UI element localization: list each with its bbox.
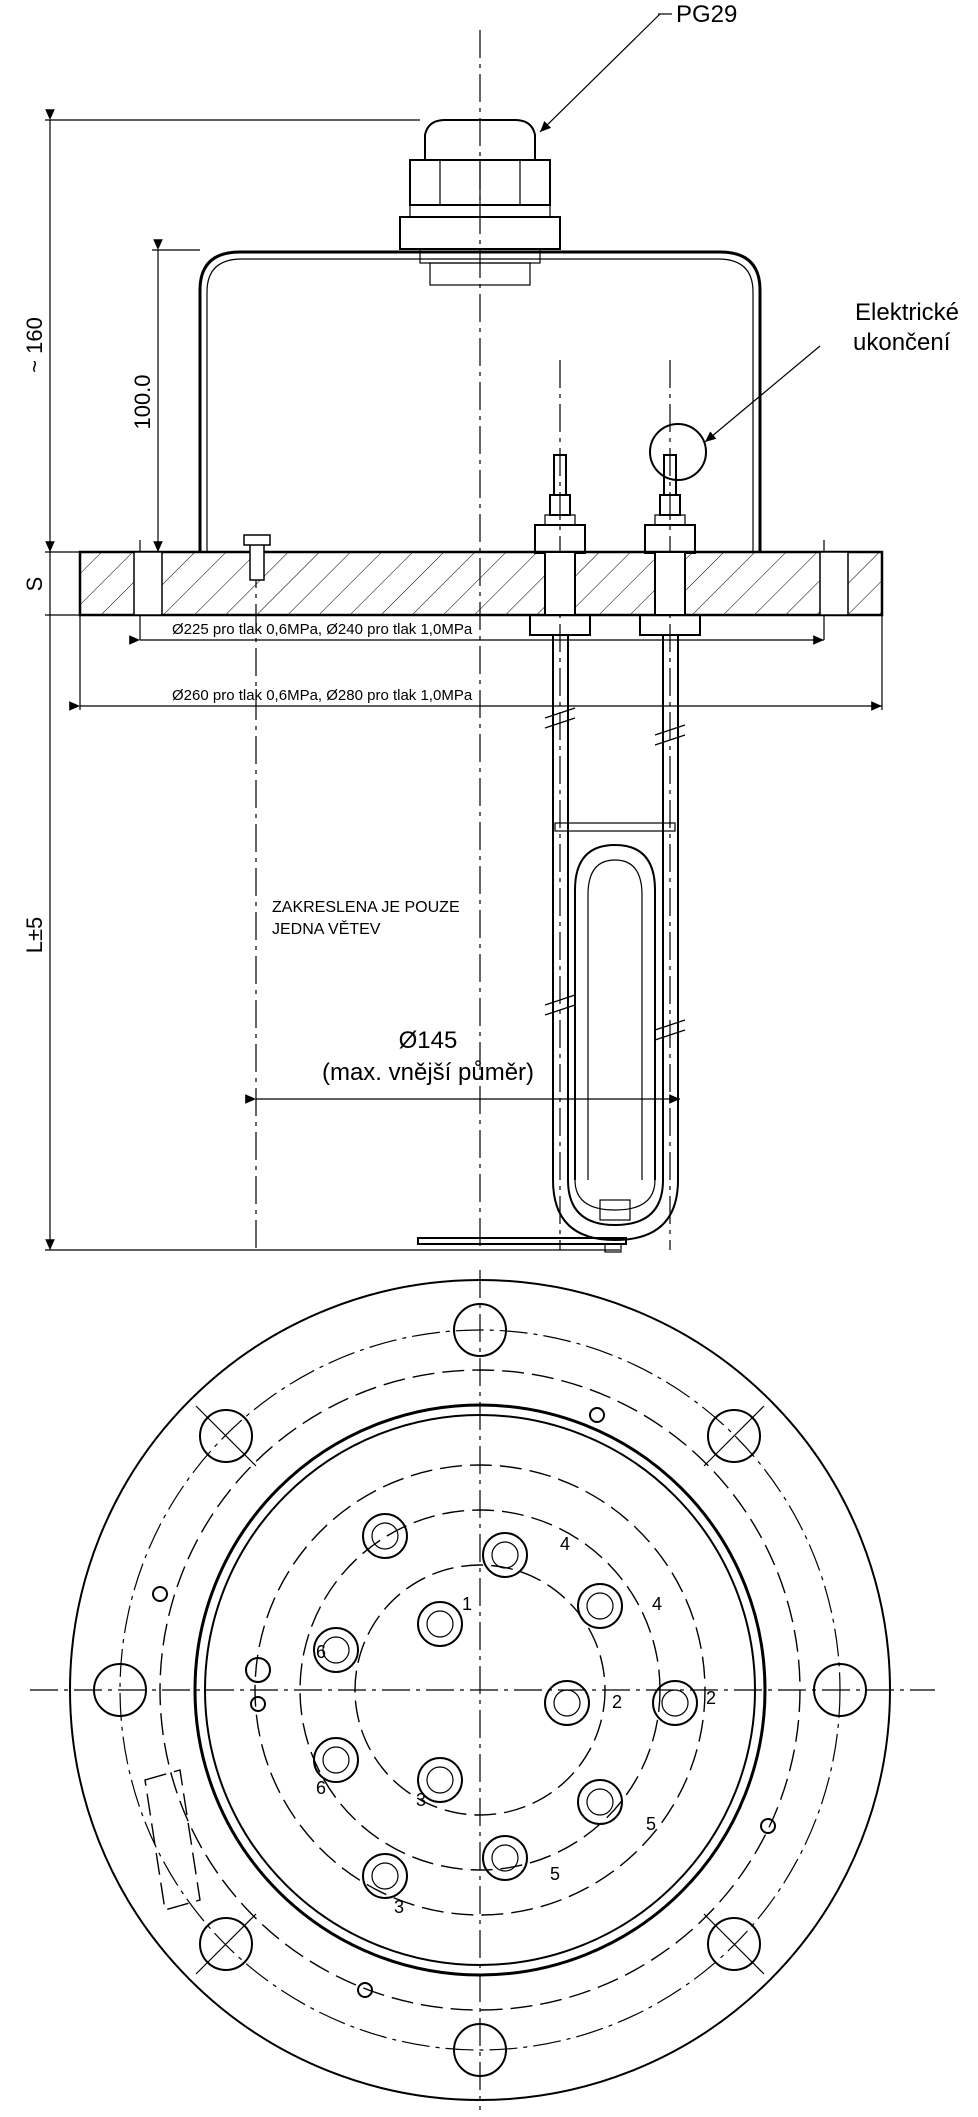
cable-gland xyxy=(399,119,561,286)
dim-max-diameter-note: (max. vnější půměr) xyxy=(322,1059,534,1086)
flange xyxy=(78,550,884,617)
side-view: PG29 Elektrické ukončení ~ 160 100.0 S L… xyxy=(22,1,959,1253)
label-cable-gland: PG29 xyxy=(676,1,737,28)
dim-length: L±5 xyxy=(22,917,47,954)
note-line-1: ZAKRESLENA JE POUZE xyxy=(272,899,460,916)
dim-height-cover: 100.0 xyxy=(130,374,155,429)
terminal-nuts xyxy=(313,1513,698,1899)
flange-outer xyxy=(69,1279,891,2101)
terminal-label: 3 xyxy=(394,1897,404,1917)
terminal-label: 4 xyxy=(560,1534,570,1554)
terminal-label: 6 xyxy=(316,1642,326,1662)
dim-bolt-circle: Ø225 pro tlak 0,6MPa, Ø240 pro tlak 1,0M… xyxy=(172,621,473,638)
label-electrical-termination-2: ukončení xyxy=(853,329,951,356)
bolt-holes xyxy=(93,1303,867,2077)
dim-height-approx: ~ 160 xyxy=(22,317,47,373)
termination-circle xyxy=(649,423,707,481)
earth-symbol xyxy=(245,1657,271,1683)
dim-flange-diameter: Ø260 pro tlak 0,6MPa, Ø280 pro tlak 1,0M… xyxy=(172,687,473,704)
top-view: 4 4 1 6 2 2 6 3 5 3 5 xyxy=(30,1270,935,2110)
note-line-2: JEDNA VĚTEV xyxy=(272,919,381,938)
terminal-label: 5 xyxy=(646,1814,656,1834)
heating-element xyxy=(417,635,686,1253)
label-electrical-termination-1: Elektrické xyxy=(855,299,959,326)
cover xyxy=(198,250,762,552)
terminal-label: 5 xyxy=(550,1864,560,1884)
terminal-label: 6 xyxy=(316,1778,326,1798)
terminal-label: 2 xyxy=(612,1692,622,1712)
terminal-left xyxy=(529,454,591,636)
terminal-label: 1 xyxy=(462,1594,472,1614)
dim-flange-thickness: S xyxy=(22,577,47,592)
terminal-label: 2 xyxy=(706,1688,716,1708)
terminal-label: 4 xyxy=(652,1594,662,1614)
dim-max-diameter: Ø145 xyxy=(399,1027,458,1054)
bolt-circle xyxy=(119,1329,841,2051)
terminal-right xyxy=(639,454,701,636)
terminal-label: 3 xyxy=(416,1790,426,1810)
